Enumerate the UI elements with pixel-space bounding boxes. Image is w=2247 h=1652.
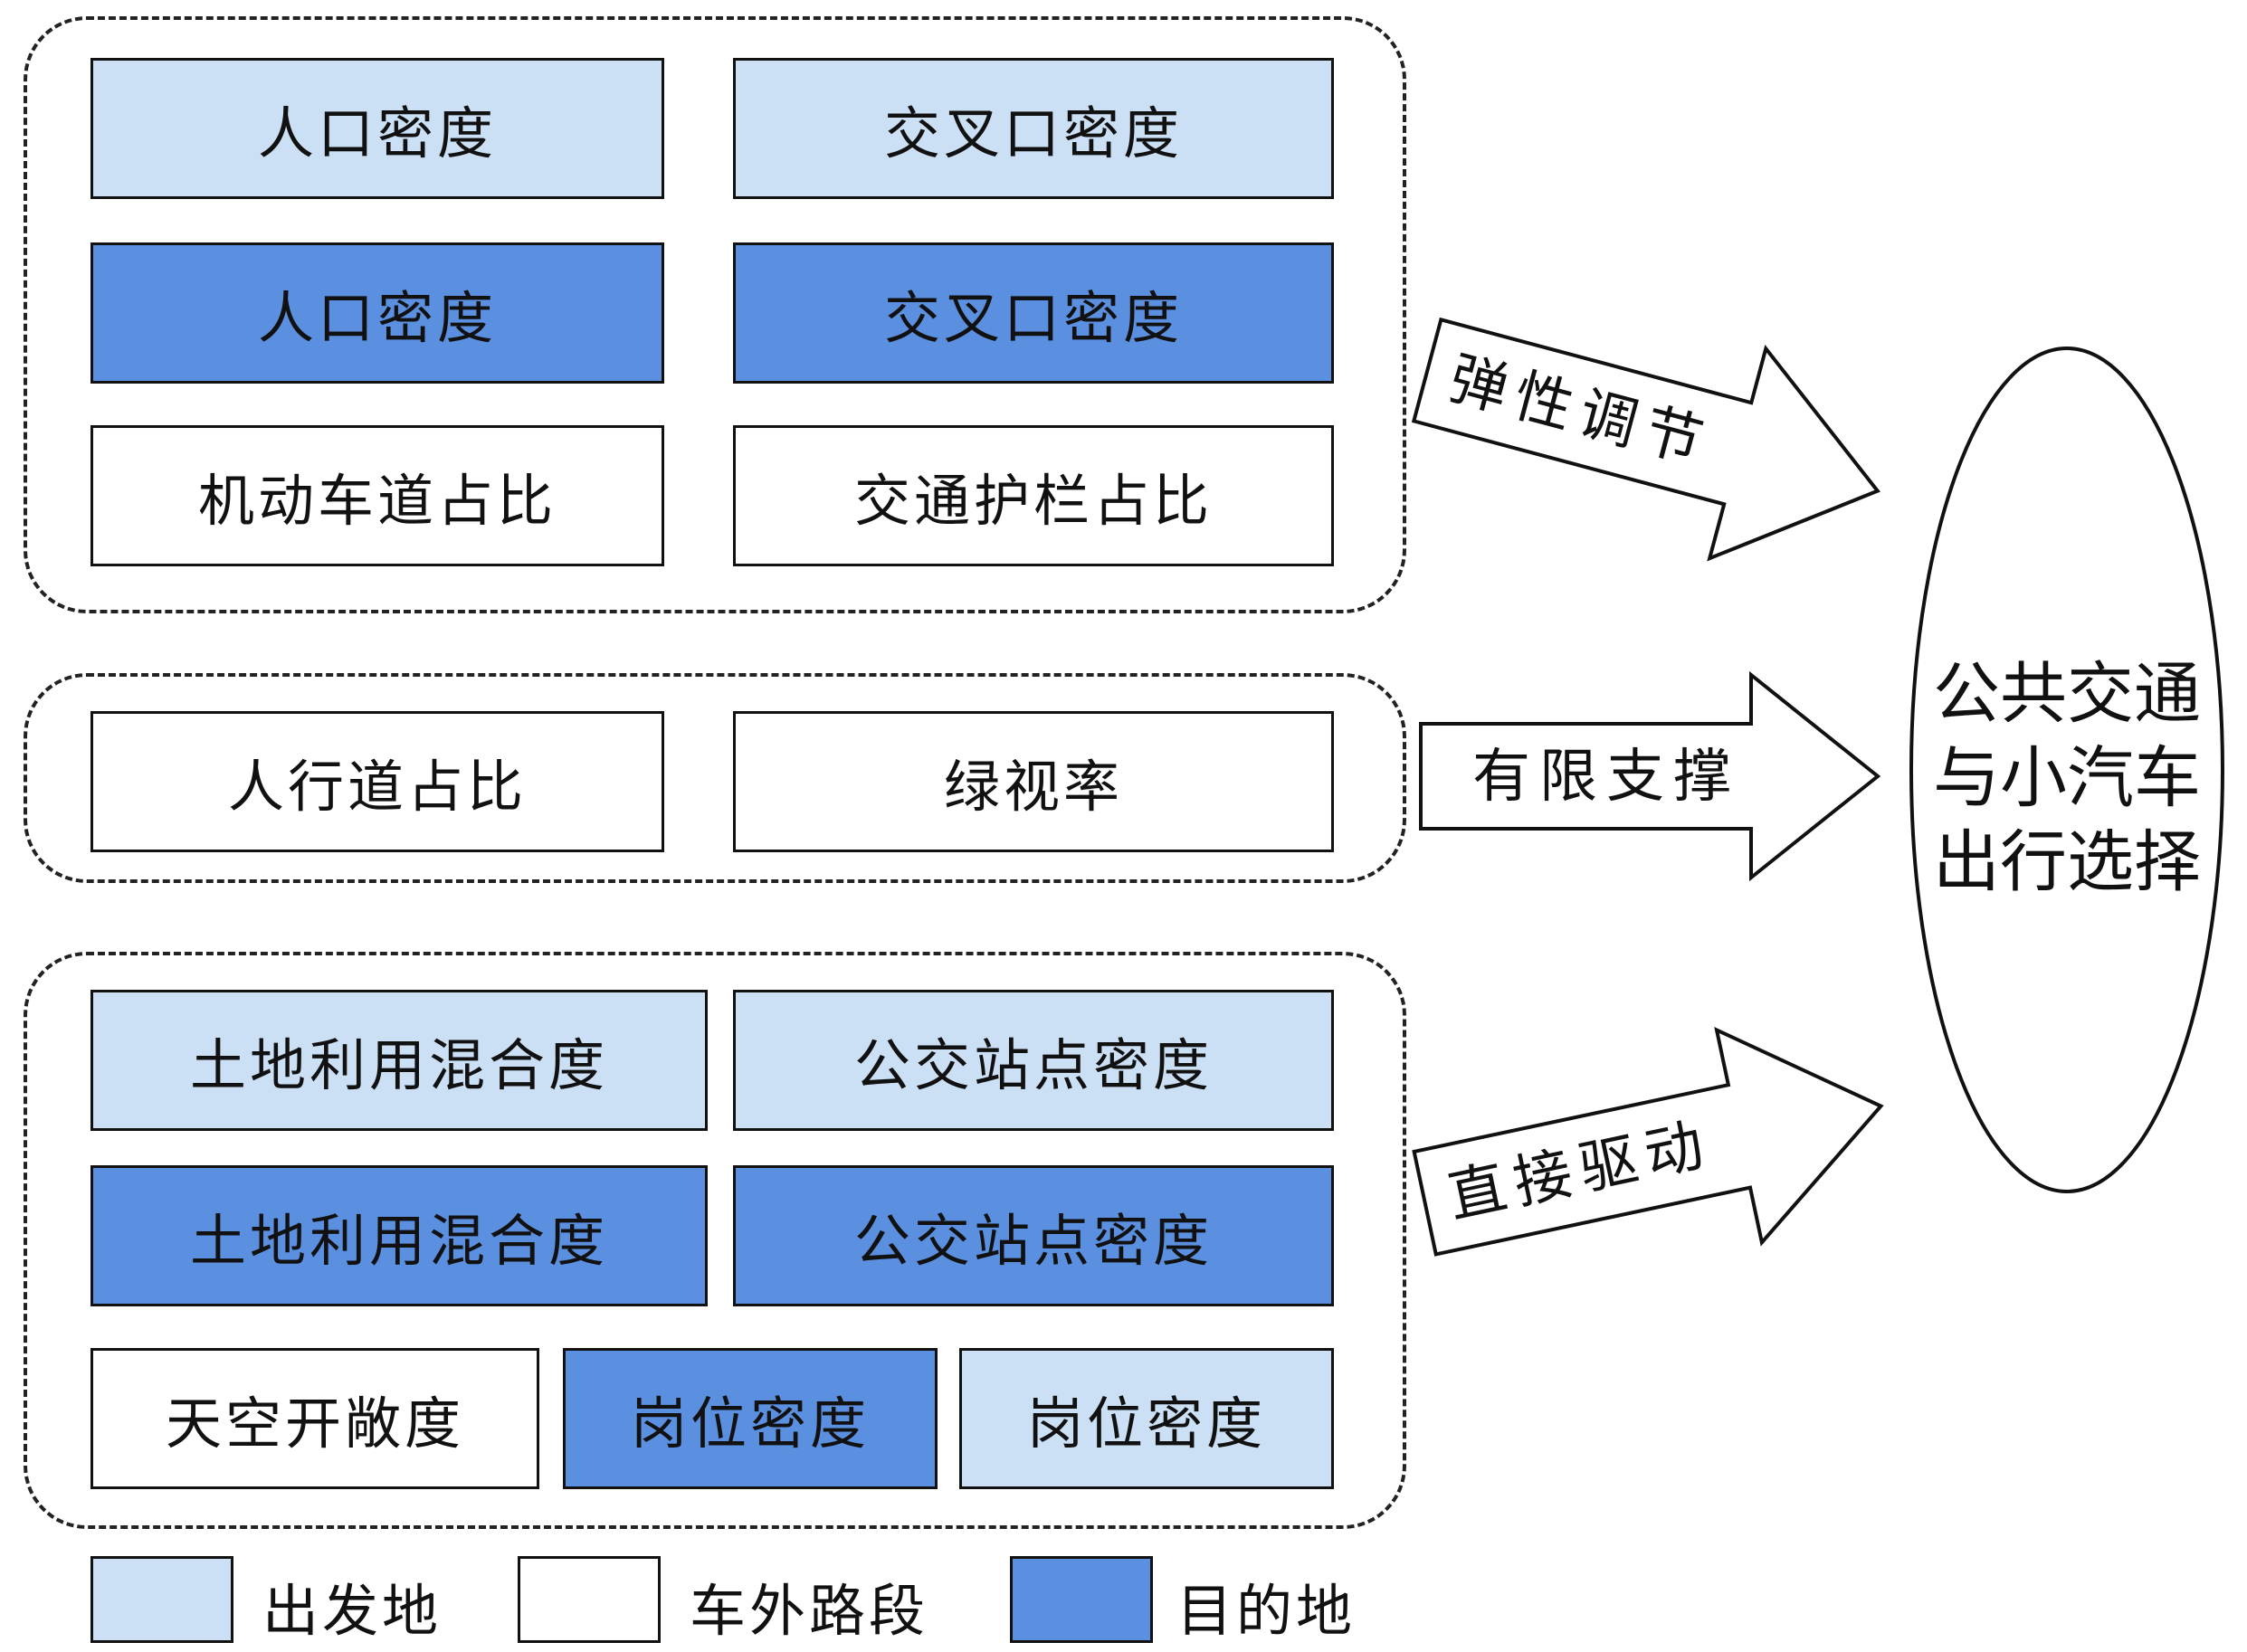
node-road-sidewalk-ratio: 人行道占比: [90, 711, 664, 852]
arrow-direct-drive: 直接驱动: [1412, 1027, 1884, 1257]
legend-label-road: 车外路段: [690, 1578, 929, 1644]
legend-swatch-destination: [1010, 1556, 1153, 1643]
target-line-2: 与小汽车: [1933, 739, 2201, 817]
node-road-sky-openness: 天空开敞度: [90, 1348, 539, 1489]
node-road-green-view-rate: 绿视率: [733, 711, 1334, 852]
arrow-label-middle: 有限支撑: [1472, 744, 1740, 811]
legend-label-destination: 目的地: [1176, 1578, 1357, 1644]
node-origin-bus-stop-density: 公交站点密度: [733, 990, 1334, 1131]
legend-swatch-road: [518, 1556, 661, 1643]
group-bottom: [24, 952, 1406, 1529]
node-origin-population-density: 人口密度: [90, 58, 664, 199]
node-road-guardrail-ratio: 交通护栏占比: [733, 425, 1334, 566]
legend-label-origin: 出发地: [262, 1578, 443, 1644]
arrow-elastic-regulation: 弹性调节: [1411, 317, 1880, 562]
node-destination-bus-stop-density: 公交站点密度: [733, 1165, 1334, 1306]
legend-swatch-origin: [90, 1556, 233, 1643]
node-destination-land-use-mix: 土地利用混合度: [90, 1165, 708, 1306]
group-middle: [24, 673, 1406, 883]
target-ellipse: [1909, 347, 2224, 1193]
node-destination-population-density: 人口密度: [90, 242, 664, 384]
group-top: [24, 16, 1406, 613]
node-origin-land-use-mix: 土地利用混合度: [90, 990, 708, 1131]
node-road-motor-lane-ratio: 机动车道占比: [90, 425, 664, 566]
target-line-3: 出行选择: [1933, 823, 2201, 901]
arrow-limited-support: 有限支撑: [1419, 670, 1881, 882]
node-destination-intersection-density: 交叉口密度: [733, 242, 1334, 384]
target-line-1: 公共交通: [1933, 655, 2201, 733]
node-origin-job-density: 岗位密度: [959, 1348, 1334, 1489]
node-origin-intersection-density: 交叉口密度: [733, 58, 1334, 199]
node-destination-job-density: 岗位密度: [563, 1348, 938, 1489]
